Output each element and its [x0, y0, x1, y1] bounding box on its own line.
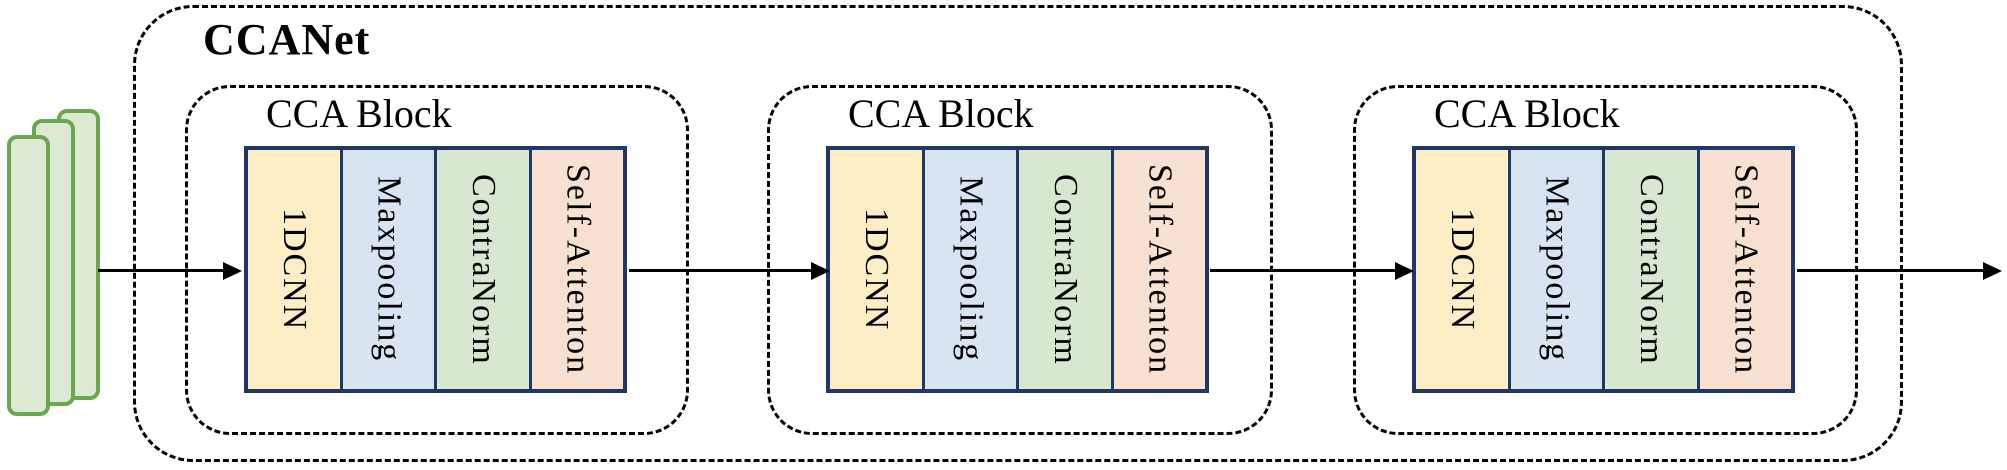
cca-block-label: CCA Block	[1434, 91, 1620, 136]
layer-label: 1DCNN	[1443, 207, 1481, 332]
cca-block-2: CCA Block 1DCNN Maxpooling ContraNorm Se…	[767, 85, 1273, 435]
layer-self-attention: Self-Attenton	[1699, 150, 1791, 389]
layer-maxpooling: Maxpooling	[924, 150, 1016, 389]
flow-arrow-block1-block2	[629, 261, 830, 280]
ccanet-container	[133, 5, 1903, 462]
layer-box: 1DCNN Maxpooling ContraNorm Self-Attento…	[826, 146, 1209, 393]
layer-maxpooling: Maxpooling	[1510, 150, 1602, 389]
diagram-title: CCANet	[203, 15, 371, 64]
layer-label: Maxpooling	[370, 176, 408, 363]
layer-label: Self-Attenton	[559, 163, 597, 376]
layer-label: 1DCNN	[275, 207, 313, 332]
layer-label: ContraNorm	[464, 173, 502, 366]
layer-self-attention: Self-Attenton	[1113, 150, 1205, 389]
flow-arrow-output	[1797, 261, 2002, 280]
layer-label: 1DCNN	[857, 207, 895, 332]
layer-contranorm: ContraNorm	[1019, 150, 1111, 389]
layer-label: Maxpooling	[1538, 176, 1576, 363]
cca-block-label: CCA Block	[266, 91, 452, 136]
layer-self-attention: Self-Attenton	[531, 150, 623, 389]
cca-block-label: CCA Block	[848, 91, 1034, 136]
layer-box: 1DCNN Maxpooling ContraNorm Self-Attento…	[244, 146, 627, 393]
flow-arrow-block2-block3	[1210, 261, 1414, 280]
layer-box: 1DCNN Maxpooling ContraNorm Self-Attento…	[1412, 146, 1795, 393]
flow-arrow-input	[98, 261, 242, 280]
layer-contranorm: ContraNorm	[437, 150, 529, 389]
input-feature-card	[7, 135, 50, 416]
layer-label: Self-Attenton	[1727, 163, 1765, 376]
layer-1dcnn: 1DCNN	[248, 150, 340, 389]
layer-label: ContraNorm	[1046, 173, 1084, 366]
cca-block-3: CCA Block 1DCNN Maxpooling ContraNorm Se…	[1353, 85, 1858, 435]
arrowhead-icon	[1395, 261, 1414, 280]
cca-block-1: CCA Block 1DCNN Maxpooling ContraNorm Se…	[185, 85, 689, 435]
layer-label: Self-Attenton	[1141, 163, 1179, 376]
layer-1dcnn: 1DCNN	[1416, 150, 1508, 389]
layer-1dcnn: 1DCNN	[830, 150, 922, 389]
arrowhead-icon	[811, 261, 830, 280]
layer-label: Maxpooling	[952, 176, 990, 363]
arrowhead-icon	[223, 261, 242, 280]
arrowhead-icon	[1983, 261, 2002, 280]
layer-label: ContraNorm	[1632, 173, 1670, 366]
layer-contranorm: ContraNorm	[1605, 150, 1697, 389]
layer-maxpooling: Maxpooling	[342, 150, 434, 389]
